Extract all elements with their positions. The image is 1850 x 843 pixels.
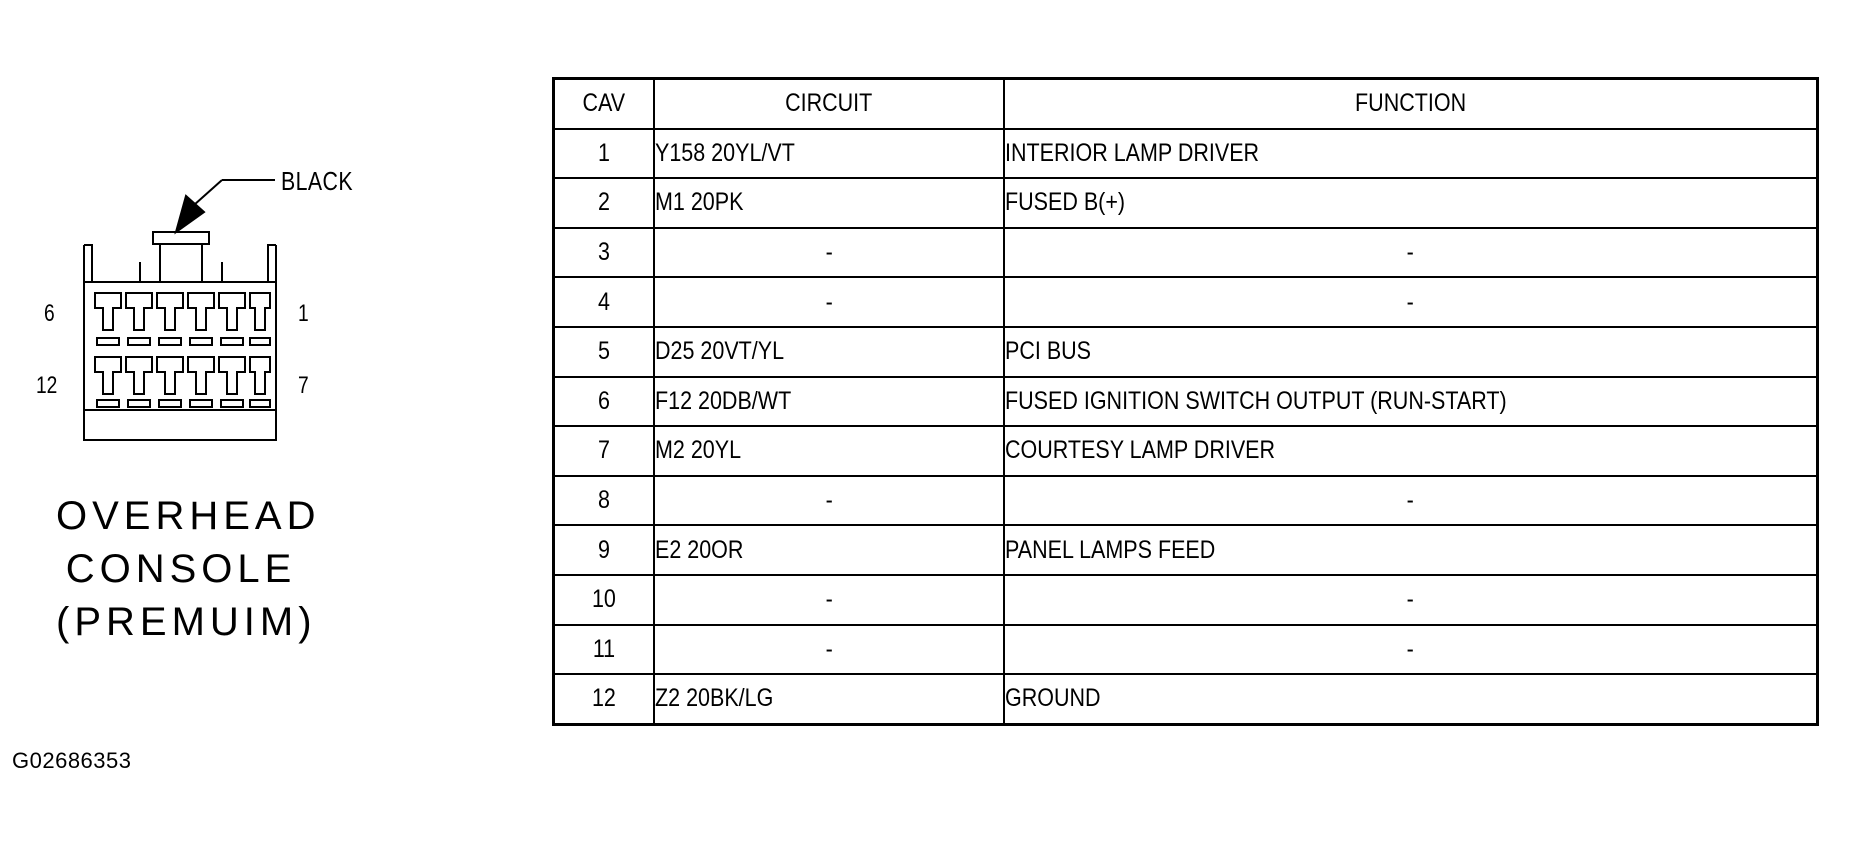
header-cav: CAV: [552, 77, 655, 130]
circuit-cell: Y158 20YL/VT: [653, 127, 1005, 180]
table-row: 11--: [552, 623, 1819, 676]
cav-cell: 2: [552, 177, 655, 229]
title-line-3: (PREMUIM): [56, 600, 317, 644]
function-cell: -: [1003, 226, 1819, 279]
figure-id: G02686353: [12, 748, 132, 773]
cav-cell: 6: [552, 375, 655, 428]
cav-cell: 3: [552, 226, 655, 279]
function-cell: FUSED IGNITION SWITCH OUTPUT (RUN-START): [1003, 375, 1819, 428]
cav-cell: 4: [552, 276, 655, 328]
function-cell: -: [1003, 276, 1819, 328]
pin-label-7: 7: [298, 372, 309, 399]
pin-label-6: 6: [44, 300, 55, 327]
cav-cell: 7: [552, 425, 655, 477]
function-cell: PANEL LAMPS FEED: [1003, 524, 1819, 576]
connector-latch: [152, 231, 210, 245]
circuit-cell: D25 20VT/YL: [653, 325, 1005, 378]
circuit-cell: E2 20OR: [653, 524, 1005, 576]
header-circuit: CIRCUIT: [653, 77, 1005, 130]
title-line-2: CONSOLE: [65, 547, 297, 591]
circuit-cell: -: [653, 573, 1005, 626]
header-function: FUNCTION: [1003, 77, 1819, 130]
circuit-cell: -: [653, 276, 1005, 328]
table-row: 4--: [552, 276, 1819, 328]
cav-cell: 11: [552, 623, 655, 676]
cav-cell: 1: [552, 127, 655, 180]
wire-color-label: BLACK: [281, 166, 353, 196]
connector-title: OVERHEAD CONSOLE (PREMUIM): [56, 490, 321, 649]
circuit-cell: Z2 20BK/LG: [653, 673, 1005, 726]
pin-label-1: 1: [298, 300, 309, 327]
circuit-cell: -: [653, 226, 1005, 279]
table-row: 8--: [552, 474, 1819, 527]
cav-cell: 5: [552, 325, 655, 378]
circuit-cell: -: [653, 474, 1005, 527]
function-cell: COURTESY LAMP DRIVER: [1003, 425, 1819, 477]
leader-arrow-icon: [174, 194, 206, 235]
circuit-cell: M2 20YL: [653, 425, 1005, 477]
table-row: 3--: [552, 226, 1819, 279]
function-cell: GROUND: [1003, 673, 1819, 726]
cav-cell: 8: [552, 474, 655, 527]
pin-label-12: 12: [36, 372, 58, 399]
connector-diagram: [83, 179, 277, 441]
cav-cell: 12: [552, 673, 655, 726]
circuit-cell: M1 20PK: [653, 177, 1005, 229]
table-header-row: CAV CIRCUIT FUNCTION: [552, 77, 1819, 130]
function-cell: PCI BUS: [1003, 325, 1819, 378]
function-cell: FUSED B(+): [1003, 177, 1819, 229]
table-row: 10--: [552, 573, 1819, 626]
function-cell: -: [1003, 623, 1819, 676]
function-cell: INTERIOR LAMP DRIVER: [1003, 127, 1819, 180]
cav-cell: 10: [552, 573, 655, 626]
circuit-cell: -: [653, 623, 1005, 676]
cav-cell: 9: [552, 524, 655, 576]
terminal-row-bottom: [94, 356, 271, 408]
connector-housing: [83, 245, 277, 441]
title-line-1: OVERHEAD: [56, 494, 321, 538]
function-cell: -: [1003, 573, 1819, 626]
function-cell: -: [1003, 474, 1819, 527]
circuit-cell: F12 20DB/WT: [653, 375, 1005, 428]
terminal-row-top: [94, 292, 271, 346]
